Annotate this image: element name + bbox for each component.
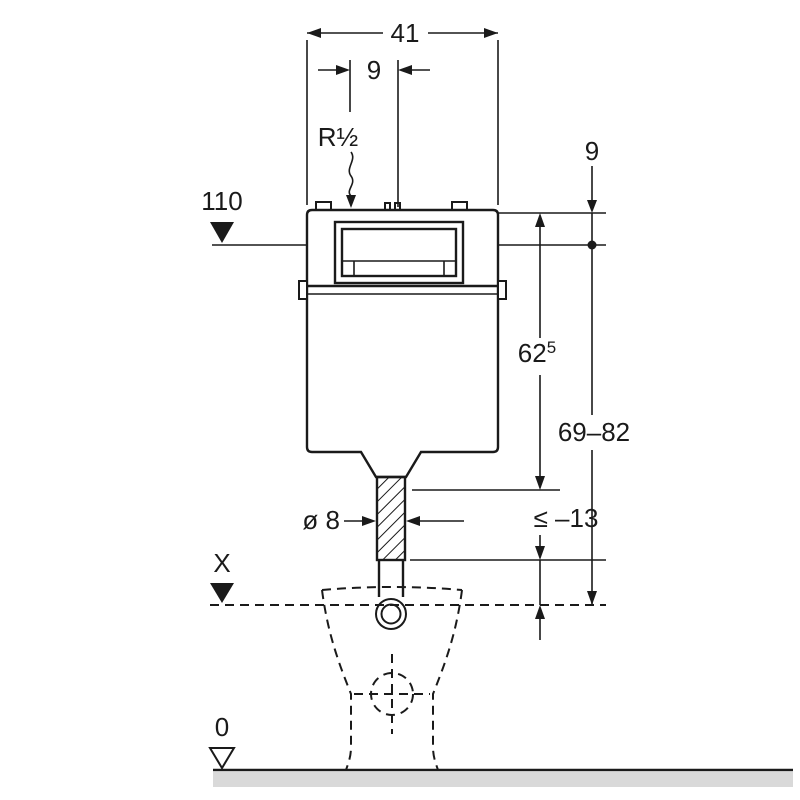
dimension-62-5: 625 [412,213,560,491]
access-frame-outer [333,220,465,285]
label-datum-x: X [213,548,230,578]
dimension-9-top: 9 [318,55,430,207]
arrow-down-icon [535,476,545,490]
label-datum-110: 110 [201,186,242,216]
wc-pan-right-side [432,589,463,771]
wavy-arrow-icon [348,151,354,197]
label-datum-zero: 0 [215,712,229,742]
dimension-69-82: 69–82 [558,245,630,605]
arrow-up-icon [535,213,545,227]
arrow-left-icon [398,65,412,75]
arrow-left-icon [406,516,420,526]
wc-pan [321,586,463,771]
arrow-down-icon [346,195,356,208]
cistern [298,201,507,479]
arrow-left-icon [307,28,321,38]
flush-pipe [375,475,407,630]
flush-pipe-hatched [375,475,407,562]
flush-bend-inner-circle [380,603,402,625]
label-range-69-82: 69–82 [558,417,630,447]
label-offset-9: 9 [367,55,381,85]
ground-fill [213,772,793,787]
label-height-62-5: 625 [518,338,556,368]
datum-zero: 0 [208,712,236,770]
label-water-supply: R½ [318,122,358,152]
label-pipe-diameter: ø 8 [302,505,340,535]
ground [213,768,793,787]
seam-clip-right [497,280,507,300]
datum-110: 110 [201,186,307,246]
arrow-down-icon [535,546,545,560]
datum-x: X [210,548,606,606]
dimension-9-right: 9 [498,136,606,250]
arrow-right-icon [362,516,376,526]
label-cut-length: ≤ –13 [534,503,599,533]
seam-clip-left [298,280,308,300]
dimension-41: 41 [306,18,499,205]
arrow-right-icon [336,65,350,75]
label-width-41: 41 [391,18,420,48]
arrow-up-icon [535,605,545,619]
datum-triangle-filled-icon [210,222,234,243]
dimension-cut-length: ≤ –13 [410,503,606,640]
wc-pan-left-side [321,589,352,771]
wc-pan-rim [321,586,463,591]
arrow-down-icon [587,200,597,213]
arrow-down-icon [587,591,597,605]
datum-triangle-filled-icon [210,583,234,603]
water-supply-label: R½ [318,122,358,208]
dimension-pipe-diameter: ø 8 [302,505,464,535]
access-frame-inner [340,227,458,278]
arrow-right-icon [484,28,498,38]
datum-triangle-open-icon [208,747,236,770]
label-offset-right-9: 9 [585,136,599,166]
